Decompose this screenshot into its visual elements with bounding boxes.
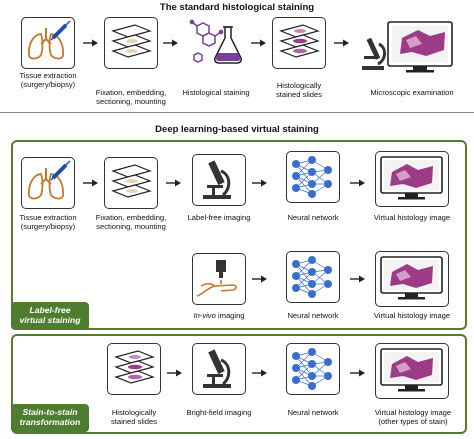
imaging-label: imaging <box>215 311 245 320</box>
histological-staining-graphic <box>189 17 245 69</box>
arrow-icon <box>166 179 181 187</box>
arrow-icon <box>163 39 178 47</box>
arrow-icon <box>83 179 98 187</box>
standard-staining-title: The standard histological staining <box>159 2 315 13</box>
monitor-histology-icon <box>380 156 443 200</box>
microscope-icon <box>203 160 231 199</box>
fixation-caption: Fixation, embedding, sectioning, mountin… <box>95 88 167 106</box>
arrow-icon <box>252 275 267 283</box>
arrow-icon <box>252 179 267 187</box>
virtual-histology-caption: Virtual histology image <box>373 311 451 320</box>
tissue-extraction-box <box>21 17 75 69</box>
microscope-icon <box>203 349 231 388</box>
monitor-histology-icon <box>380 348 443 392</box>
lungs-syringe-icon <box>27 160 71 200</box>
stained-slides-caption: Histologically stained slides <box>110 408 157 426</box>
microscopic-examination-graphic <box>360 14 460 76</box>
microscopic-examination-caption: Microscopic examination <box>370 88 454 97</box>
neural-network-icon <box>292 256 332 298</box>
stained-slides-box <box>107 343 161 395</box>
stained-slides-icon <box>114 350 155 384</box>
neural-network-icon <box>292 348 332 390</box>
lungs-syringe-icon <box>27 20 71 60</box>
virtual-staining-title: Deep learning-based virtual staining <box>155 124 319 135</box>
arrow-icon <box>350 275 365 283</box>
tissue-extraction-box <box>21 157 75 209</box>
arrow-icon <box>83 39 98 47</box>
label-free-imaging-caption: Label-free imaging <box>187 213 251 222</box>
in-vivo-imaging-box <box>192 253 246 305</box>
virtual-histology-box <box>375 251 449 307</box>
arrow-icon <box>252 369 267 377</box>
fixation-box <box>104 17 158 69</box>
virtual-histology-box <box>375 343 449 399</box>
arrow-icon <box>334 39 349 47</box>
arrow-icon <box>167 369 182 377</box>
section-divider <box>0 112 474 113</box>
neural-network-box <box>286 151 340 203</box>
microscope-monitor-icon <box>362 21 453 73</box>
fixation-box <box>104 157 158 209</box>
in-vivo-imaging-caption: In-vivo imaging <box>169 311 269 320</box>
hand-probe-icon <box>196 260 237 297</box>
neural-network-box <box>286 343 340 395</box>
neural-network-caption: Neural network <box>287 213 339 222</box>
stained-slides-icon <box>279 24 320 58</box>
fixation-caption: Fixation, embedding, sectioning, mountin… <box>95 213 167 231</box>
neural-network-caption: Neural network <box>287 311 339 320</box>
tissue-extraction-caption: Tissue extraction (surgery/biopsy) <box>19 213 77 231</box>
tissue-slides-icon <box>111 24 152 58</box>
bright-field-imaging-box <box>192 343 246 395</box>
virtual-histology-box <box>375 151 449 207</box>
stain-to-stain-tag: Stain-to-stain transformation <box>11 404 89 432</box>
label-free-tag: Label-free virtual staining <box>11 302 89 330</box>
stained-slides-caption: Histologically stained slides <box>275 81 322 99</box>
arrow-icon <box>350 179 365 187</box>
neural-network-caption: Neural network <box>287 408 339 417</box>
bright-field-imaging-caption: Bright-field imaging <box>186 408 252 417</box>
molecule-flask-icon <box>189 19 242 64</box>
in-vivo-label: In-vivo <box>193 311 216 320</box>
virtual-histology-caption: Virtual histology image (other types of … <box>374 408 452 426</box>
arrow-icon <box>350 369 365 377</box>
monitor-histology-icon <box>380 256 443 300</box>
histological-staining-caption: Histological staining <box>182 88 250 97</box>
virtual-histology-caption: Virtual histology image <box>373 213 451 222</box>
label-free-imaging-box <box>192 154 246 206</box>
arrow-icon <box>251 39 266 47</box>
neural-network-box <box>286 251 340 303</box>
tissue-extraction-caption: Tissue extraction (surgery/biopsy) <box>19 71 77 89</box>
neural-network-icon <box>292 156 332 198</box>
stained-slides-box <box>272 17 326 69</box>
tissue-slides-icon <box>111 164 152 198</box>
